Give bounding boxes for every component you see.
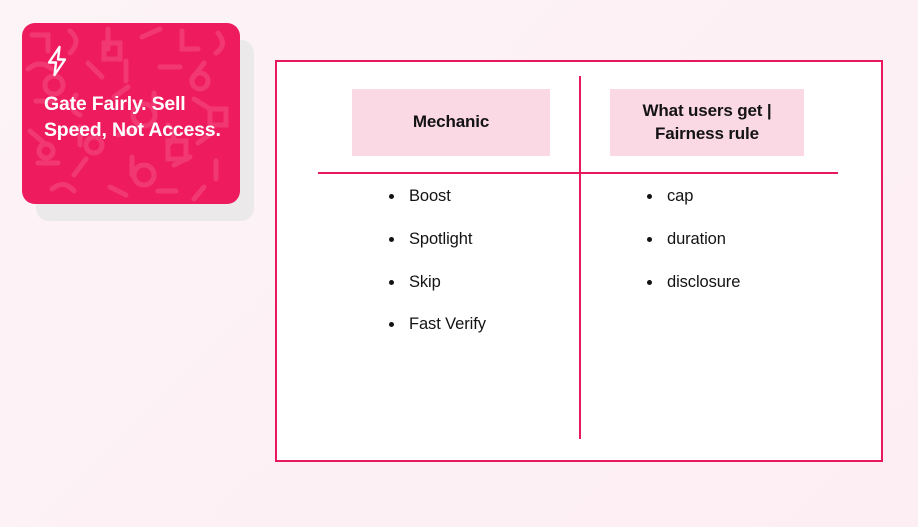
column-header-mechanic-label: Mechanic bbox=[412, 112, 490, 132]
comparison-panel: Mechanic What users get | Fairness rule … bbox=[275, 60, 883, 462]
list-item: Boost bbox=[389, 187, 486, 207]
list-item: disclosure bbox=[647, 273, 740, 293]
column-divider bbox=[579, 76, 581, 439]
mechanic-list: Boost Spotlight Skip Fast Verify bbox=[389, 187, 486, 335]
column-header-fairness-label: What users get | Fairness rule bbox=[643, 100, 772, 144]
list-item: Spotlight bbox=[389, 230, 486, 250]
list-item: cap bbox=[647, 187, 740, 207]
fairness-list-container: cap duration disclosure bbox=[647, 187, 740, 292]
promo-title: Gate Fairly. Sell Speed, Not Access. bbox=[44, 93, 221, 142]
mechanic-list-container: Boost Spotlight Skip Fast Verify bbox=[389, 187, 486, 335]
fairness-list: cap duration disclosure bbox=[647, 187, 740, 292]
header-rule bbox=[318, 172, 838, 174]
column-header-fairness-line2: Fairness rule bbox=[655, 123, 759, 143]
promo-card[interactable]: Gate Fairly. Sell Speed, Not Access. bbox=[22, 23, 240, 204]
list-item: duration bbox=[647, 230, 740, 250]
list-item: Skip bbox=[389, 273, 486, 293]
column-header-fairness: What users get | Fairness rule bbox=[610, 89, 804, 156]
lightning-bolt-icon bbox=[47, 45, 67, 77]
column-header-fairness-line1: What users get | bbox=[642, 101, 772, 121]
list-item: Fast Verify bbox=[389, 315, 486, 335]
column-header-mechanic: Mechanic bbox=[352, 89, 550, 156]
